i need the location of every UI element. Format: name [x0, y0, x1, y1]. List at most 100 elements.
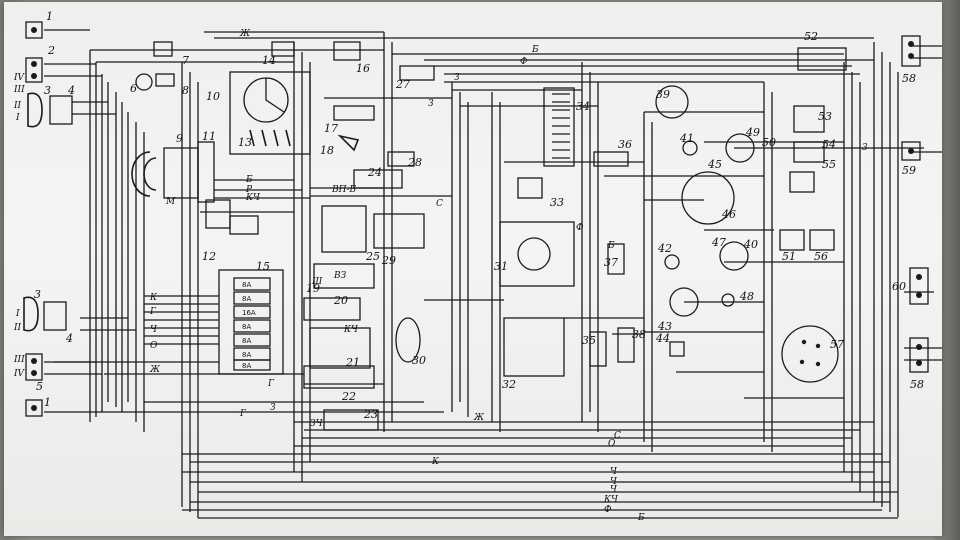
wire-label: Ж	[473, 413, 485, 423]
fuse-rating-label: 8А	[242, 351, 251, 359]
component-label: 13	[238, 136, 252, 149]
wire-label: Р	[245, 185, 253, 195]
fuse-ratings: 8А 8А 16А 8А 8А 8А 8А	[242, 281, 256, 370]
wire-label: Г	[239, 409, 247, 419]
ignition-distributor	[229, 41, 375, 155]
component-label: 46	[721, 208, 736, 221]
component-label: 29	[381, 254, 396, 267]
fuse-rating-label: 8А	[242, 323, 251, 331]
wire-color-labels: Ж Б Ф З З К Г Ч О Ж Г З С О К Ч Ч Ч КЧ Ф	[149, 29, 868, 523]
wire-label: КЧ	[603, 495, 619, 505]
component-label: 7	[182, 54, 189, 67]
wire-label: Б	[637, 513, 645, 523]
wire-label: Ч	[150, 325, 158, 335]
component-label: 43	[657, 320, 672, 333]
connector-roman-label: IV	[13, 369, 26, 379]
wire-label: КЧ	[343, 325, 359, 335]
component-label: 1	[44, 396, 51, 409]
wire-label: Б	[531, 45, 539, 55]
component-label: 58	[902, 72, 916, 85]
wire-label: Ч	[610, 477, 618, 487]
wiring-diagram: 1 2 3 4 6 7 8 9 10 11 12 13 14 15 16 17 …	[13, 10, 942, 523]
component-label: 12	[202, 250, 216, 263]
component-label: 24	[367, 166, 382, 179]
fuse-rating-label: 8А	[242, 295, 251, 303]
wire-label: М	[165, 197, 176, 207]
component-label: 57	[830, 338, 844, 351]
wire-label: К	[149, 293, 158, 303]
component-label: 59	[902, 164, 916, 177]
component-label: 9	[176, 132, 183, 145]
wire-label: Ж	[149, 365, 161, 375]
component-label: 56	[814, 250, 828, 263]
wire-label: Ч	[610, 467, 618, 477]
wire-label: Б	[245, 175, 253, 185]
wire-label: Г	[267, 379, 275, 389]
component-label: 50	[762, 136, 776, 149]
component-label: 4	[67, 84, 75, 97]
component-label: 39	[656, 88, 670, 101]
wire-label: Б	[607, 241, 615, 251]
component-label: 55	[822, 158, 836, 171]
component-label: 47	[711, 236, 726, 249]
connector-roman-label: II	[13, 323, 22, 333]
instrument-cluster	[499, 87, 635, 377]
component-label: 60	[892, 280, 906, 293]
component-label: 45	[707, 158, 722, 171]
wire-label: С	[614, 431, 621, 441]
component-label: 48	[739, 290, 754, 303]
right-lamps-and-relays	[655, 47, 847, 383]
component-label: 38	[632, 328, 646, 341]
component-label: 52	[804, 30, 818, 43]
wire-label: КЧ	[245, 193, 261, 203]
harness-verticals	[89, 32, 899, 518]
component-label: 37	[604, 256, 618, 269]
component-label: 33	[550, 196, 564, 209]
component-label: 14	[262, 54, 276, 67]
wire-label: Ф	[576, 223, 584, 233]
connector-roman-label: III	[13, 85, 25, 95]
wire-label: 3	[862, 143, 868, 153]
left-connectors	[23, 21, 73, 417]
component-label: 40	[743, 238, 758, 251]
component-label: 49	[745, 126, 760, 139]
wire-label: Ч	[610, 485, 618, 495]
connector-roman-label: I	[15, 309, 20, 319]
wire-label: ВП-Б	[331, 185, 357, 195]
component-label: 28	[407, 156, 422, 169]
component-label: 36	[618, 138, 632, 151]
component-label: 11	[202, 130, 216, 143]
wire-label: З	[428, 99, 434, 109]
component-label: 34	[576, 100, 590, 113]
component-label: 44	[655, 332, 670, 345]
connector-roman-label: IV	[13, 73, 26, 83]
component-label: 58	[910, 378, 924, 391]
component-label: 20	[333, 294, 348, 307]
fuse-block	[218, 269, 284, 375]
wire-label: ВЗ	[333, 271, 347, 281]
generator-regulator-block	[131, 41, 259, 235]
component-label: 53	[818, 110, 832, 123]
connector-roman-label: II	[13, 101, 22, 111]
component-label: 3	[44, 84, 51, 97]
component-label: 32	[502, 378, 516, 391]
wire-label: Ж	[239, 29, 251, 39]
component-label: 41	[679, 132, 694, 145]
wire-label: З	[270, 403, 276, 413]
component-label: 25	[365, 250, 380, 263]
component-label: 35	[582, 334, 596, 347]
component-label: 31	[494, 260, 508, 273]
right-connectors	[901, 35, 929, 373]
wire-label: К	[431, 457, 440, 467]
component-label: 54	[822, 138, 836, 151]
wire-label: Ф	[520, 57, 528, 67]
fuse-rating-label: 16А	[242, 309, 256, 317]
component-label: 17	[324, 122, 338, 135]
component-label: 15	[256, 260, 270, 273]
component-label: 27	[395, 78, 410, 91]
component-label: 30	[412, 354, 426, 367]
connector-roman-label: III	[13, 355, 25, 365]
component-number-labels: 1 2 3 4 6 7 8 9 10 11 12 13 14 15 16 17 …	[34, 10, 924, 421]
roman-connector-labels: IV III II I I II III IV	[13, 73, 26, 379]
component-label: 1	[46, 10, 53, 23]
